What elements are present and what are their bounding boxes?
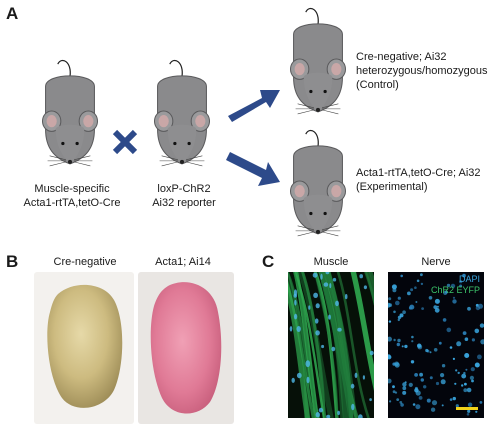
panel-a-letter: A bbox=[6, 4, 19, 23]
acta1-ai14-tissue-photo bbox=[138, 272, 234, 424]
mouse-offspring-1-icon bbox=[289, 7, 347, 115]
panel-c-label-1: Muscle bbox=[313, 256, 349, 268]
mouse-offspring-2-icon bbox=[289, 129, 347, 237]
panel-b-label-1: Cre-negative bbox=[53, 256, 117, 268]
panel-b-letter: B bbox=[6, 252, 19, 271]
mouse-parent-2-icon bbox=[153, 59, 211, 167]
legend-dapi: DAPI bbox=[458, 274, 480, 284]
arrow-up-icon bbox=[228, 90, 280, 122]
offspring-1-label: Cre-negative; Ai32 heterozygous/homozygo… bbox=[356, 51, 488, 91]
cross-icon bbox=[112, 129, 138, 155]
offspring-2-label: Acta1-rtTA,tetO-Cre; Ai32 (Experimental) bbox=[356, 167, 481, 193]
legend-chr2-eyfp: ChR2 EYFP bbox=[430, 285, 480, 295]
panel-c-letter: C bbox=[262, 252, 275, 271]
nerve-micrograph: DAPI ChR2 EYFP bbox=[388, 272, 484, 418]
micrograph-legend: DAPI ChR2 EYFP bbox=[431, 274, 480, 296]
scale-bar bbox=[456, 407, 478, 410]
panel-c-label-2: Nerve bbox=[421, 256, 451, 268]
cre-negative-tissue-photo bbox=[34, 272, 134, 424]
parent-1-label: Muscle-specific Acta1-rtTA,tetO-Cre bbox=[23, 183, 121, 209]
parent-2-label: loxP-ChR2 Ai32 reporter bbox=[152, 183, 216, 209]
muscle-micrograph bbox=[288, 272, 374, 418]
panel-b-label-2: Acta1; Ai14 bbox=[155, 256, 211, 268]
mouse-parent-1-icon bbox=[41, 59, 99, 167]
arrow-down-icon bbox=[226, 152, 280, 186]
